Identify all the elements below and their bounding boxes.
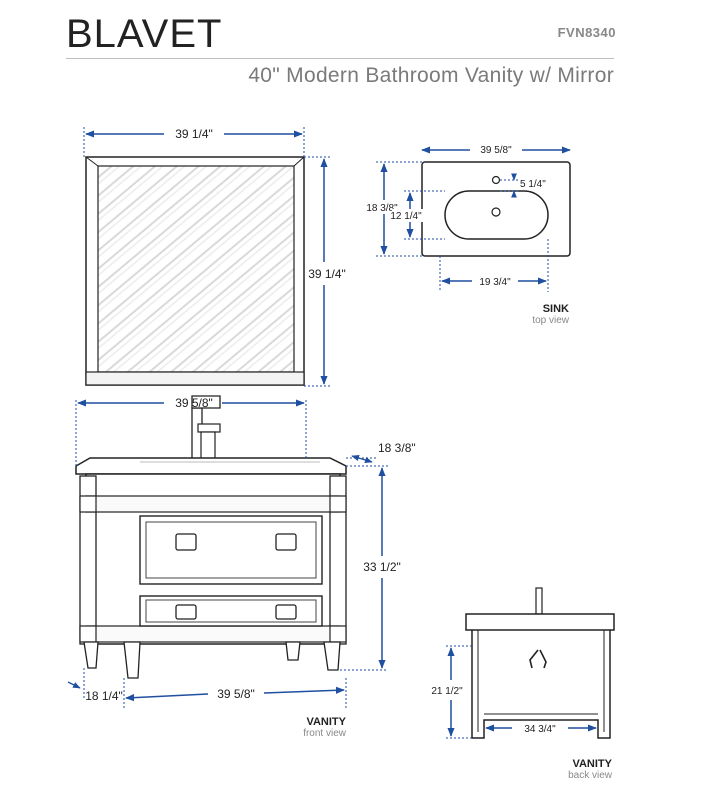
sink-depth-label: 18 3/8" (366, 203, 398, 214)
vanity-back-caption: VANITY (572, 758, 612, 770)
vanity-depth-dimension: 18 3/8" (346, 441, 416, 463)
model-number: FVN8340 (557, 25, 616, 40)
sink-depth-dimension: 18 3/8" (362, 161, 422, 257)
faucet-hole (491, 175, 501, 185)
basin-center-label: 19 3/4" (479, 277, 511, 288)
vanity-back-height-dimension: 21 1/2" (431, 645, 472, 739)
vanity-top-width-label: 39 5/8" (175, 396, 213, 410)
drain-pipe (529, 649, 539, 669)
countertop-back (465, 613, 615, 631)
vanity-back-height-label: 21 1/2" (431, 686, 463, 697)
vanity-back-caption-sub: back view (568, 770, 613, 781)
vanity-height-dimension: 33 1/2" (340, 465, 401, 671)
basin-depth-label: 12 1/4" (390, 211, 422, 222)
vanity-base-width-dimension: 39 5/8" (123, 678, 347, 708)
drain-offset-dimension: 5 1/4" (500, 173, 546, 198)
vanity-top-width-dimension: 39 5/8" (75, 396, 307, 466)
header-divider (66, 58, 614, 59)
mirror-height-label: 39 1/4" (308, 267, 346, 281)
vanity-front-drawing (75, 395, 347, 679)
product-subtitle: 40" Modern Bathroom Vanity w/ Mirror (248, 64, 614, 87)
drawer-handle (175, 533, 197, 551)
vanity-depth-label: 18 3/8" (378, 441, 416, 455)
vanity-side-depth-label: 18 1/4" (85, 689, 123, 703)
sink-width-label: 39 5/8" (480, 145, 512, 156)
sink-caption-sub: top view (532, 315, 569, 326)
vanity-height-label: 33 1/2" (363, 560, 401, 574)
faucet (191, 395, 221, 462)
mirror-shelf (85, 371, 305, 386)
mirror-width-label: 39 1/4" (175, 127, 213, 141)
vanity-back-width-dimension: 34 3/4" (485, 724, 597, 735)
sink-drawing (421, 161, 571, 257)
vanity-front-caption-sub: front view (303, 728, 347, 739)
mirror-glass (97, 165, 295, 373)
drain-hole (491, 207, 501, 217)
faucet-back (535, 587, 543, 615)
drawer-handle (275, 604, 297, 620)
mirror-drawing (85, 156, 305, 386)
countertop (75, 457, 347, 475)
drain-offset-label: 5 1/4" (520, 179, 546, 190)
basin-center-dimension: 19 3/4" (439, 239, 549, 292)
vanity-back-width-label: 34 3/4" (524, 724, 556, 735)
vanity-front-caption: VANITY (306, 716, 346, 728)
vanity-side-depth-dimension: 18 1/4" (67, 668, 123, 703)
vanity-back-drawing (465, 587, 615, 739)
sink-caption: SINK (543, 303, 569, 315)
basin-depth-dimension: 12 1/4" (390, 190, 445, 240)
vanity-base-width-label: 39 5/8" (217, 687, 255, 701)
brand-title: BLAVET (66, 12, 223, 56)
drawer-handle (275, 533, 297, 551)
sink-width-dimension: 39 5/8" (421, 142, 571, 156)
mirror-width-dimension: 39 1/4" (83, 127, 305, 157)
drawer-handle (175, 604, 197, 620)
mirror-height-dimension: 39 1/4" (304, 156, 346, 387)
